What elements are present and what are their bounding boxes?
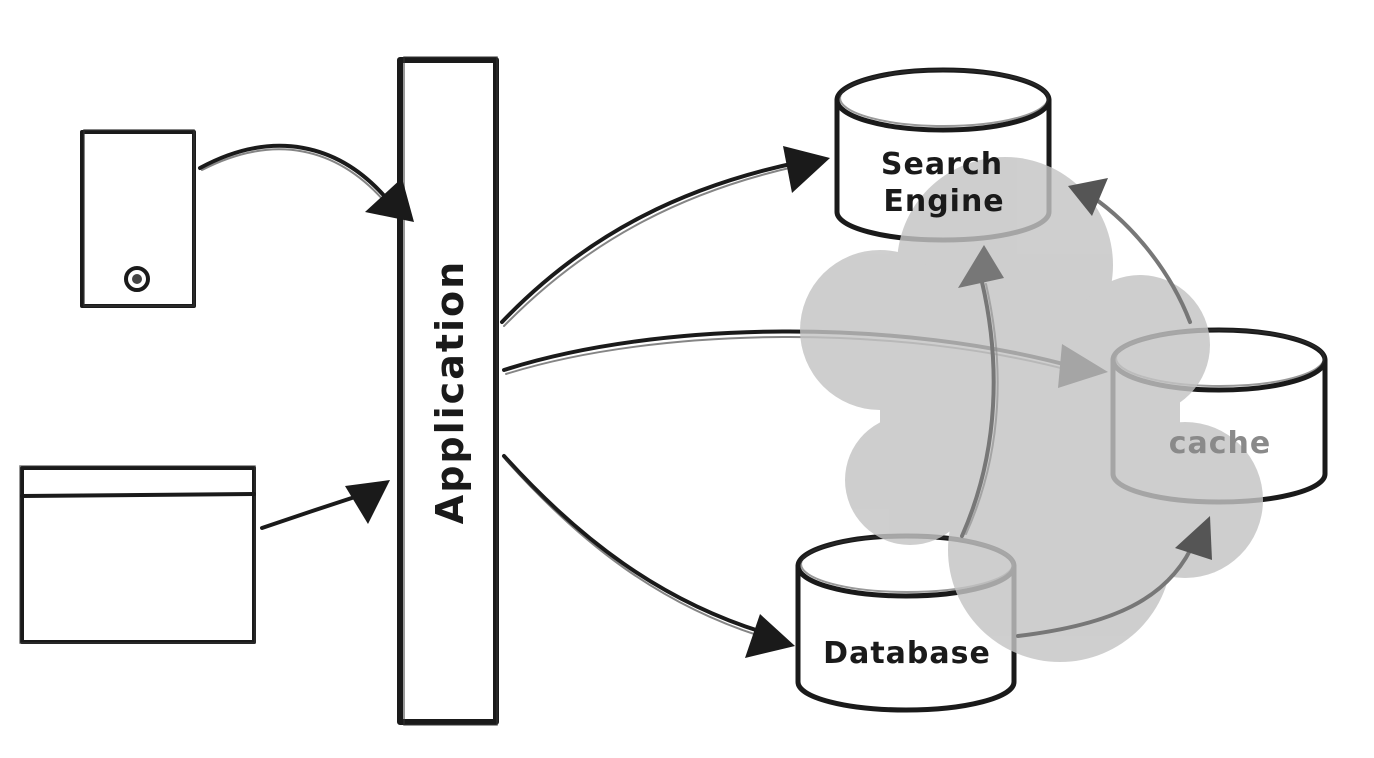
mobile-device-icon	[80, 129, 196, 308]
search-engine-label-line2: Engine	[883, 184, 1004, 219]
arrow-cache-to-search-engine	[1068, 178, 1192, 324]
browser-window-icon	[19, 465, 256, 644]
cache-label: cache	[1169, 426, 1272, 461]
search-engine-label-line1: Search	[881, 147, 1003, 182]
arrow-mobile-to-application	[198, 143, 414, 222]
application-box: Application	[397, 56, 499, 726]
cloud-overlay	[800, 157, 1263, 662]
application-label: Application	[428, 260, 472, 524]
database-label: Database	[823, 636, 991, 671]
arrow-browser-to-application	[260, 480, 390, 530]
arrow-application-to-search-engine	[500, 146, 830, 327]
arrow-database-to-cache	[1016, 516, 1212, 638]
arrow-application-to-database	[502, 454, 795, 658]
arrow-database-to-search-engine	[958, 245, 1004, 538]
